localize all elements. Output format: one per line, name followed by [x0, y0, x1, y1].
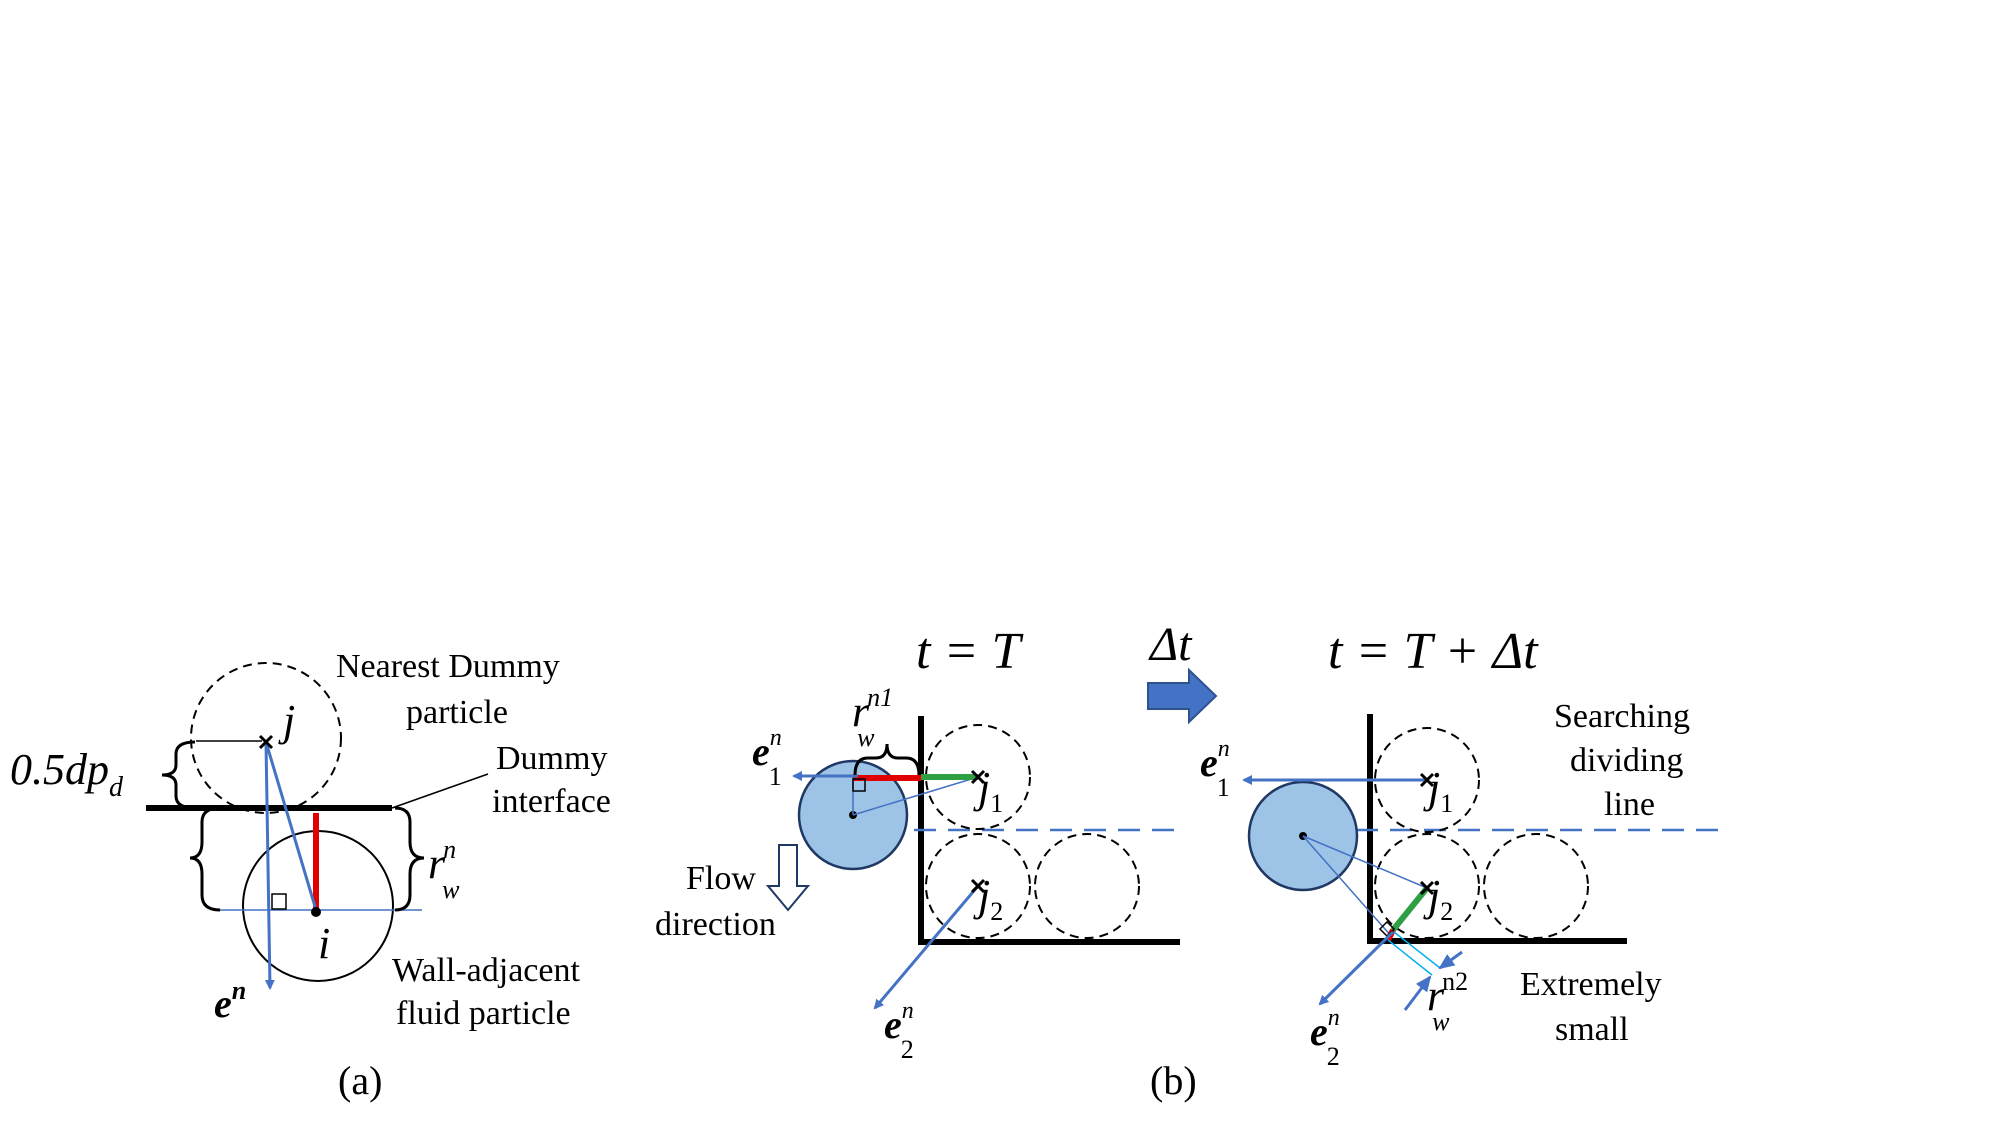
j2-label: j2: [973, 871, 1003, 926]
i-label: i: [318, 919, 330, 968]
time-label-t: t = T: [916, 623, 1024, 680]
flow-label-2: direction: [655, 906, 776, 943]
thin-line-to-j1: [852, 776, 979, 816]
j1-label-right: j1: [1423, 763, 1453, 818]
brace-half-dp: [161, 740, 196, 810]
thin-line-to-wall-corner: [1302, 835, 1393, 938]
dummy-particle-j1: [925, 724, 1031, 830]
brace-left-large: [189, 806, 221, 912]
wall-adjacent-label: Wall-adjacent: [392, 952, 580, 989]
offset-label: 0.5dpd: [10, 745, 124, 803]
dummy-particle-3-right: [1483, 833, 1589, 939]
dummy-particle-3: [1034, 833, 1140, 939]
right-angle-mark: [271, 893, 287, 910]
cyan-marker-line-2: [1393, 931, 1441, 969]
j2-label-right: j2: [1423, 871, 1453, 926]
delta-t-label: Δt: [1148, 618, 1193, 671]
dummy-particle-j2-right: [1374, 833, 1480, 939]
wall-adjacent-label-2: fluid particle: [396, 995, 571, 1032]
j1-cross-marker: [970, 769, 986, 785]
nearest-dummy-label-2: particle: [406, 694, 508, 731]
panel-a: 0.5dpd j i Nearest Dummy particle Dummy …: [10, 648, 611, 1103]
dummy-particle-circle: [190, 662, 342, 814]
interface-pointer: [391, 773, 489, 809]
caption-b: (b): [1150, 1058, 1197, 1103]
j2-cross-marker: [970, 878, 986, 894]
right-angle-mark-b: [852, 778, 866, 792]
j2-cross-marker-right: [1419, 880, 1435, 896]
vector-e2-arrow: [873, 885, 980, 1010]
dummy-interface-label: Dummy: [496, 740, 607, 777]
vector-e2-arrow-right: [1318, 930, 1395, 1006]
extremely-small-label-2: small: [1555, 1011, 1629, 1048]
rw2-pointer-arrow-top: [1438, 950, 1463, 970]
dummy-particle-j2: [925, 833, 1031, 939]
j1-cross-marker-right: [1419, 772, 1435, 788]
searching-label: Searching: [1554, 698, 1690, 735]
flow-direction-arrow: [765, 844, 811, 912]
j-cross-marker: [258, 734, 274, 750]
time-step-indicator: Δt: [1147, 618, 1218, 725]
caption-a: (a): [338, 1058, 382, 1103]
j-to-i-line: [264, 741, 318, 911]
e-n-label: en: [214, 976, 246, 1026]
brace-rw-n1: [853, 743, 921, 776]
rw2-pointer-arrow-bottom: [1403, 975, 1432, 1011]
time-step-arrow: [1147, 667, 1218, 725]
green-segment-j2: [1390, 886, 1430, 932]
j-label: j: [278, 696, 295, 745]
cyan-marker-line-1: [1387, 939, 1433, 976]
dummy-interface-label-2: interface: [492, 783, 611, 820]
extremely-small-label: Extremely: [1520, 966, 1662, 1003]
nearest-dummy-label: Nearest Dummy: [336, 648, 560, 685]
brace-r-w: [394, 806, 425, 912]
normal-vector-arrow: [264, 741, 275, 990]
j1-label: j1: [973, 763, 1003, 818]
thin-line-to-j2: [1302, 835, 1428, 889]
searching-label-2: dividing: [1570, 742, 1683, 779]
time-label-t-dt: t = T + Δt: [1328, 623, 1539, 680]
flow-label: Flow: [686, 860, 756, 897]
i-dot-marker: [311, 907, 321, 917]
dummy-particle-j1-right: [1374, 727, 1480, 833]
searching-label-3: line: [1604, 786, 1655, 823]
